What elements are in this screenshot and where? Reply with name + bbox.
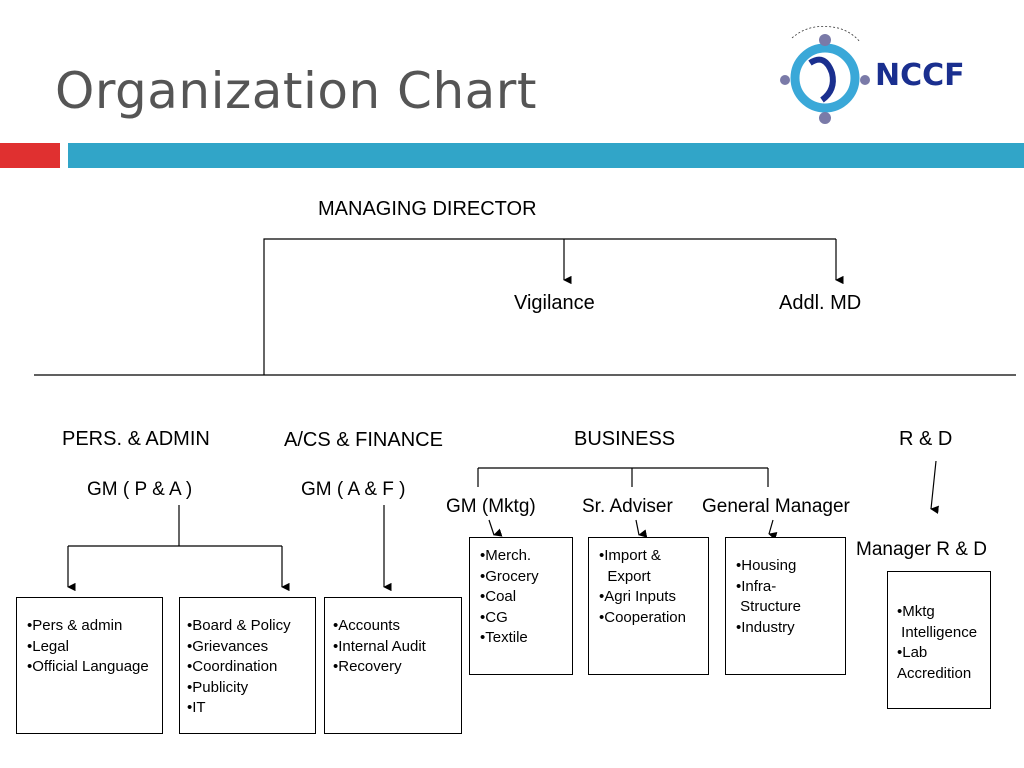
list-item: •CG	[480, 608, 508, 626]
acs-finance-label: A/CS & FINANCE	[284, 429, 443, 451]
list-item: •Accounts	[333, 617, 400, 634]
list-item: •Industry	[736, 618, 795, 636]
list-item: Accredition	[897, 664, 972, 682]
list-item: •Publicity	[187, 678, 249, 696]
manager-rd-label: Manager R & D	[856, 539, 987, 560]
gm-af-label: GM ( A & F )	[301, 479, 406, 500]
list-item: •Housing	[736, 557, 797, 574]
list-item: •Lab	[897, 644, 928, 661]
list-item: Structure	[736, 598, 802, 615]
slide-title: Organization Chart	[55, 62, 537, 120]
list-item: •Internal Audit	[333, 637, 426, 655]
list-item: •Legal	[27, 637, 69, 655]
accounts-box: •Accounts •Internal Audit •Recovery	[324, 597, 462, 734]
list-item: •Agri Inputs	[599, 588, 676, 605]
list-item: •Recovery	[333, 658, 402, 675]
managing-director-label: MANAGING DIRECTOR	[318, 198, 537, 220]
list-item: •Coordination	[187, 658, 278, 675]
vigilance-label: Vigilance	[514, 292, 595, 314]
adviser-box: •Import & Export •Agri Inputs •Cooperati…	[588, 537, 709, 675]
mktg-box: •Merch. •Grocery •Coal •CG •Textile	[469, 537, 573, 675]
logo-text: NCCF	[875, 58, 965, 93]
list-item: •Pers & admin	[27, 617, 123, 634]
board-policy-box: •Board & Policy •Grievances •Coordinatio…	[179, 597, 316, 734]
r-and-d-label: R & D	[899, 428, 953, 450]
list-item: •Import &	[599, 547, 661, 564]
list-item: Intelligence	[897, 623, 978, 641]
gm-mktg-label: GM (Mktg)	[446, 496, 536, 517]
list-item: Export	[599, 567, 651, 585]
list-item: •Coal	[480, 588, 517, 605]
gm-pa-label: GM ( P & A )	[87, 479, 193, 500]
accent-band-blue	[68, 143, 1024, 168]
sr-adviser-label: Sr. Adviser	[582, 496, 673, 517]
list-item: •Cooperation	[599, 608, 686, 626]
list-item: •Infra-	[736, 577, 777, 595]
business-label: BUSINESS	[574, 428, 676, 450]
nccf-people-circle-icon	[780, 25, 870, 124]
pers-admin-box: •Pers & admin •Legal •Official Language	[16, 597, 163, 734]
rd-box: •Mktg Intelligence •Lab Accredition	[887, 571, 991, 709]
list-item: •Textile	[480, 629, 528, 646]
general-manager-label: General Manager	[702, 496, 850, 517]
list-item: •Mktg	[897, 603, 935, 620]
list-item: •Merch.	[480, 547, 532, 564]
list-item: •Grievances	[187, 637, 269, 655]
gm-box: •Housing •Infra- Structure •Industry	[725, 537, 846, 675]
accent-band-red	[0, 143, 60, 168]
addl-md-label: Addl. MD	[779, 292, 862, 314]
list-item: •IT	[187, 699, 206, 716]
list-item: •Official Language	[27, 658, 149, 675]
pers-admin-label: PERS. & ADMIN	[62, 428, 210, 450]
list-item: •Board & Policy	[187, 617, 291, 634]
list-item: •Grocery	[480, 567, 539, 585]
